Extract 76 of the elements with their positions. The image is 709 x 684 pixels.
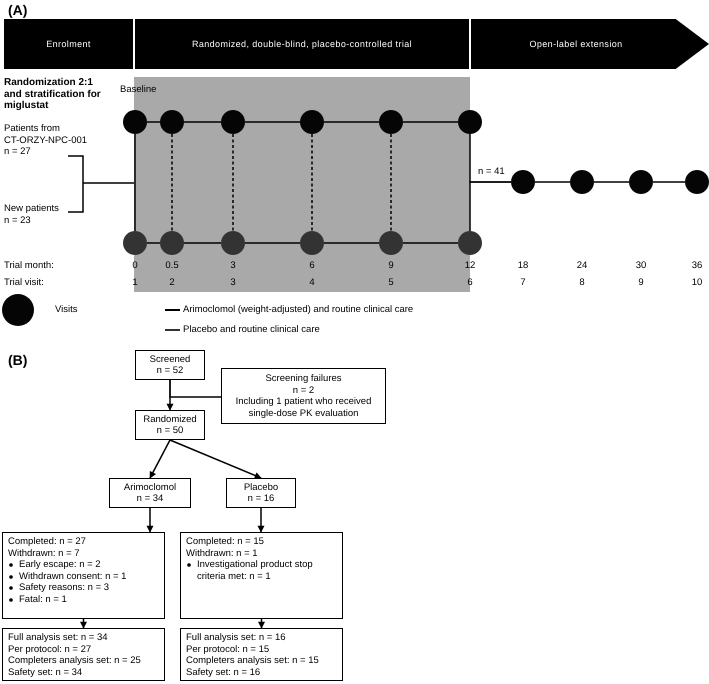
phase-band: Enrolment bbox=[4, 19, 133, 69]
axis-value: 9 bbox=[637, 277, 645, 288]
legend-label: Visits bbox=[55, 304, 78, 316]
panel-label: (A) bbox=[8, 2, 28, 18]
connector bbox=[171, 134, 173, 231]
axis-value: 0.5 bbox=[164, 260, 180, 272]
visit-circle bbox=[123, 110, 147, 134]
legend-label: Arimoclomol (weight-adjusted) and routine clinical care bbox=[183, 304, 414, 316]
axis-value: 6 bbox=[308, 260, 316, 272]
connector bbox=[258, 619, 265, 629]
connector bbox=[390, 134, 392, 231]
connector bbox=[535, 181, 570, 183]
axis-value: 2 bbox=[168, 277, 176, 288]
axis-value: 8 bbox=[578, 277, 586, 288]
connector bbox=[232, 134, 234, 231]
flow-box: Completed: n = 15 Withdrawn: n = 1 Investigational product stop criteria met: n = 1 bbox=[180, 532, 343, 619]
axis-value: 1 bbox=[131, 277, 139, 288]
flow-box: Arimoclomol n = 34 bbox=[109, 478, 191, 508]
connector bbox=[653, 181, 685, 183]
row-label: Patients from CT-ORZY-NPC-001 n = 27 bbox=[4, 123, 88, 158]
row-label: Trial month: bbox=[4, 260, 54, 272]
axis-value: 4 bbox=[308, 277, 316, 288]
axis-value: 6 bbox=[466, 277, 474, 288]
panel-label: (B) bbox=[8, 352, 28, 368]
connector bbox=[146, 508, 154, 533]
visit-circle bbox=[123, 231, 147, 255]
legend-label: Placebo and routine clinical care bbox=[183, 324, 320, 336]
connector bbox=[80, 619, 87, 629]
connector bbox=[134, 134, 136, 231]
connector bbox=[245, 242, 300, 244]
axis-value: 10 bbox=[690, 277, 704, 288]
connector bbox=[403, 121, 458, 123]
visit-circle bbox=[685, 170, 709, 194]
axis-value: 30 bbox=[634, 260, 648, 272]
randomization-note: Randomization 2:1 and stratification for miglustat bbox=[4, 77, 102, 112]
axis-value: 3 bbox=[229, 277, 237, 288]
row-label: Trial visit: bbox=[4, 277, 44, 288]
axis-value: 9 bbox=[387, 260, 395, 272]
axis-value: 3 bbox=[229, 260, 237, 272]
connector bbox=[324, 242, 379, 244]
connector bbox=[311, 134, 313, 231]
connector bbox=[170, 439, 262, 479]
connector bbox=[184, 121, 221, 123]
flow-box: Full analysis set: n = 16 Per protocol: n = 15 Completers analysis set: n = 15 Safety set: n = 16 bbox=[180, 628, 343, 681]
connector bbox=[149, 440, 171, 479]
baseline-label: Baseline bbox=[120, 84, 156, 96]
flow-box: Placebo n = 16 bbox=[226, 478, 296, 508]
visit-circle bbox=[458, 231, 482, 255]
connector bbox=[403, 242, 458, 244]
visit-circle bbox=[511, 170, 535, 194]
axis-value: 36 bbox=[690, 260, 704, 272]
flow-box: Screened n = 52 bbox=[135, 350, 205, 380]
flow-box: Full analysis set: n = 34 Per protocol: n = 27 Completers analysis set: n = 25 Safety set: n = 34 bbox=[2, 628, 165, 681]
axis-value: 5 bbox=[387, 277, 395, 288]
visit-circle bbox=[458, 110, 482, 134]
axis-value: 12 bbox=[464, 260, 476, 272]
connector bbox=[258, 508, 264, 533]
connector bbox=[169, 380, 221, 398]
visit-circle bbox=[570, 170, 594, 194]
axis-value: 7 bbox=[519, 277, 527, 288]
connector bbox=[147, 242, 160, 244]
row-label: New patients n = 23 bbox=[4, 203, 60, 226]
axis-value: 18 bbox=[516, 260, 530, 272]
axis-value: 24 bbox=[576, 260, 588, 272]
connector bbox=[594, 181, 629, 183]
flow-box: Randomized n = 50 bbox=[135, 410, 205, 440]
connector bbox=[147, 121, 160, 123]
axis-value: 0 bbox=[131, 260, 139, 272]
flow-box: Screening failures n = 2 Including 1 patient who received single-dose PK evaluation bbox=[221, 368, 386, 424]
phase-band: Randomized, double-blind, placebo-controlled trial bbox=[135, 19, 469, 69]
connector bbox=[245, 121, 300, 123]
visit-circle bbox=[629, 170, 653, 194]
connector bbox=[469, 181, 511, 231]
connector bbox=[324, 121, 379, 123]
connector bbox=[184, 242, 221, 244]
flow-box: Completed: n = 27 Withdrawn: n = 7 Early escape: n = 2 Withdrawn consent: n = 1 Safety reasons: n = 3 Fatal: n = 1 bbox=[2, 532, 165, 619]
